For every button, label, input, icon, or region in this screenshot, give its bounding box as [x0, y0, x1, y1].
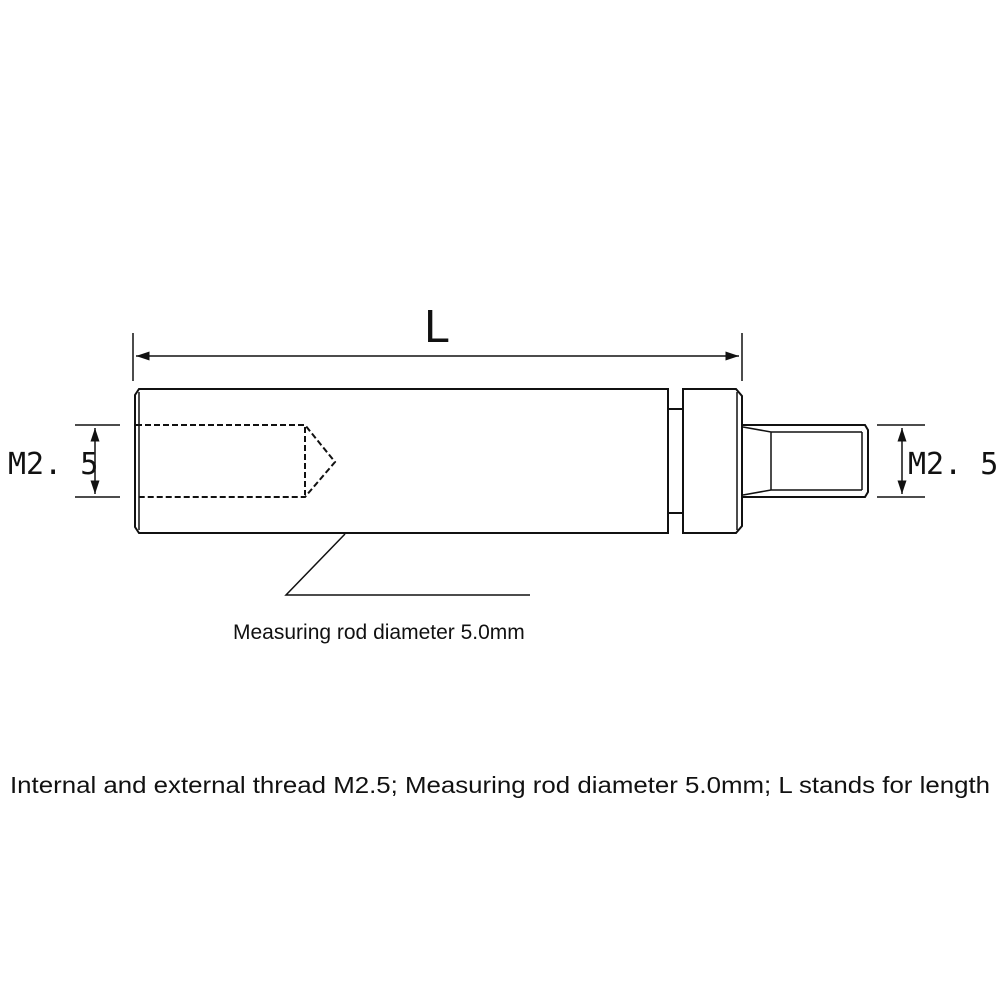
length-dimension: L — [132, 300, 743, 381]
leader-line — [284, 533, 530, 596]
caption: Internal and external thread M2.5; Measu… — [10, 772, 990, 798]
rod-main-section — [134, 388, 669, 534]
rod-body — [134, 388, 869, 534]
external-thread-stud — [743, 424, 869, 498]
rod-diameter-label: Measuring rod diameter 5.0mm — [233, 621, 525, 644]
rod-groove — [668, 408, 683, 514]
length-label: L — [424, 300, 450, 352]
rod-diameter-callout: Measuring rod diameter 5.0mm — [233, 533, 530, 644]
internal-thread-label: M2. 5 — [8, 447, 98, 482]
rod-collar — [682, 388, 743, 534]
internal-thread-dimension: M2. 5 — [8, 424, 120, 498]
external-thread-label: M2. 5 — [908, 447, 998, 482]
external-thread-dimension: M2. 5 — [877, 424, 998, 498]
external-thread-lines — [742, 426, 863, 496]
internal-thread-hidden-lines — [136, 424, 337, 498]
